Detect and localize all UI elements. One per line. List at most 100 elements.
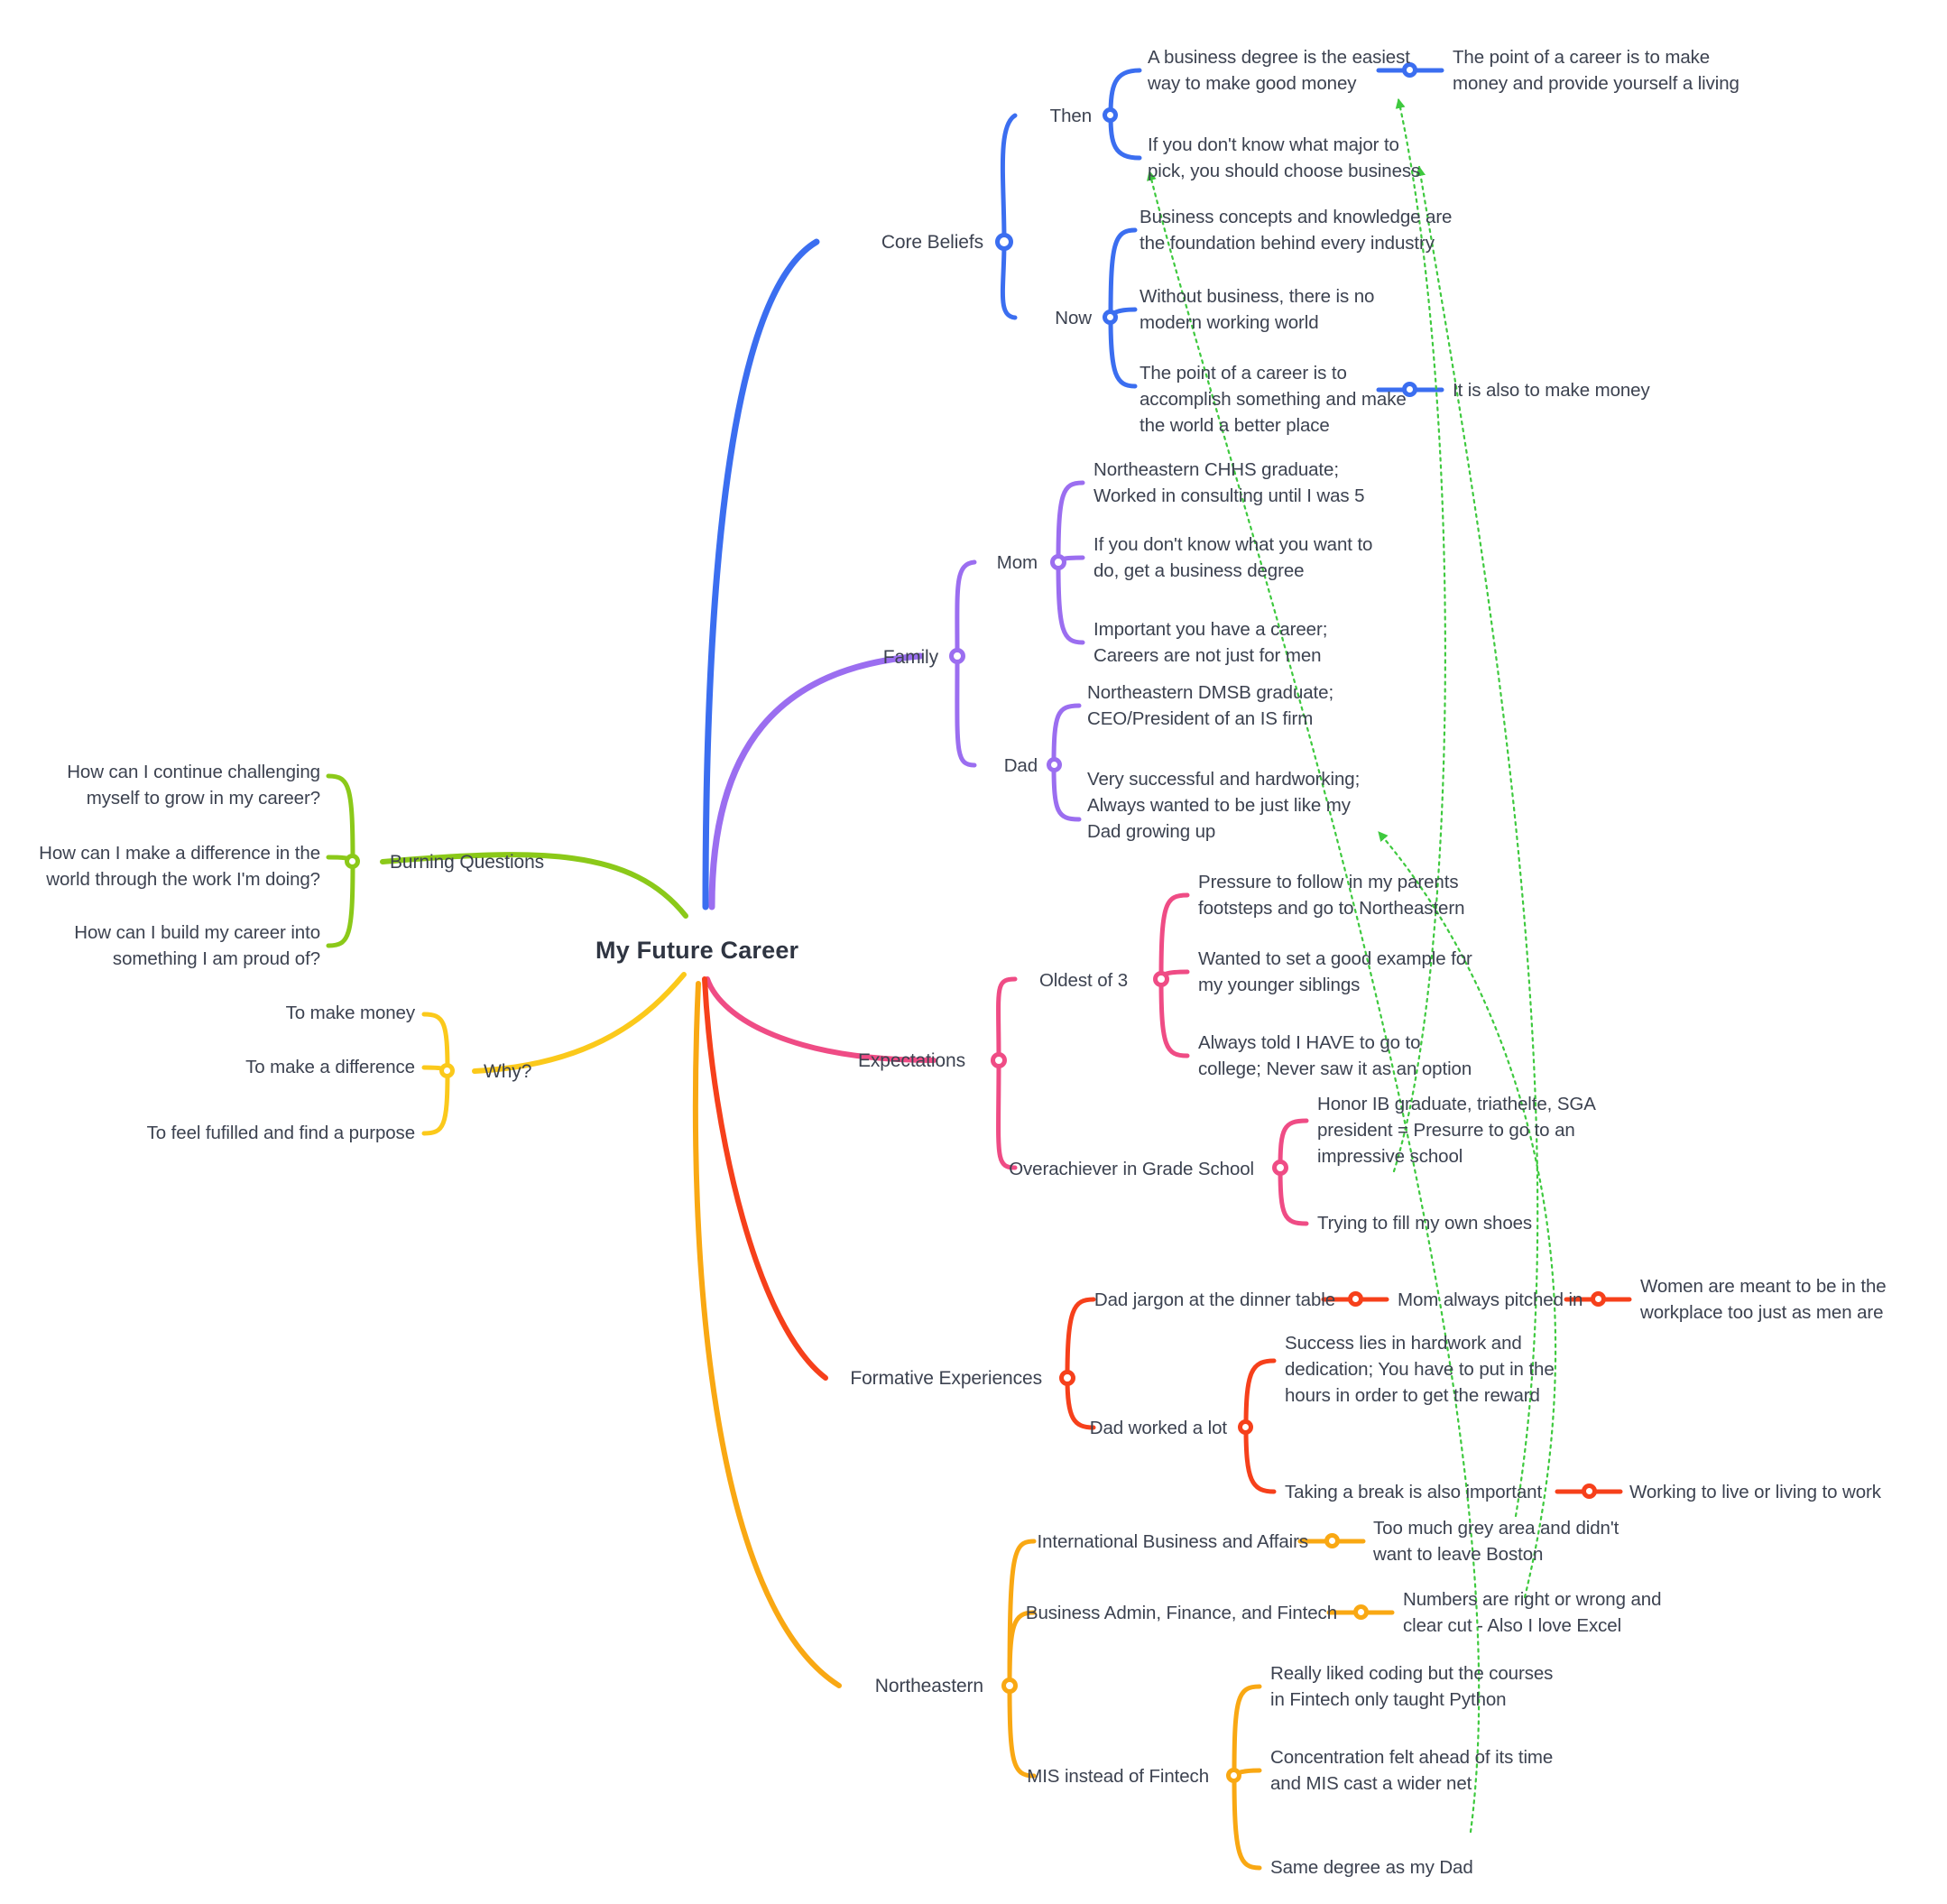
label-working-to-live[interactable]: Working to live or living to work [1629, 1482, 1881, 1502]
label-why-1[interactable]: To make money [285, 1003, 416, 1023]
label-dad-1[interactable]: Northeastern DMSB graduate; CEO/Presiden… [1087, 682, 1334, 729]
hub-mis-instead[interactable] [1226, 1768, 1241, 1783]
label-then-belief-1[interactable]: A business degree is the easiest way to … [1148, 47, 1410, 94]
hub-taking-a-break[interactable] [1582, 1483, 1597, 1499]
hub-dad-worked-a-lot[interactable] [1238, 1419, 1253, 1435]
label-oldest-1[interactable]: Pressure to follow in my parents footste… [1198, 872, 1465, 919]
link-family-to-mom [955, 559, 977, 659]
hub-mom[interactable] [1050, 554, 1066, 570]
hub-overachiever[interactable] [1272, 1160, 1288, 1176]
hub-dad-jargon[interactable] [1348, 1291, 1363, 1307]
hub-intl-business[interactable] [1324, 1533, 1340, 1548]
label-mom-3[interactable]: Important you have a career; Careers are… [1093, 619, 1328, 666]
label-mom-2[interactable]: If you don't know what you want to do, g… [1093, 534, 1373, 581]
label-dad[interactable]: Dad [1003, 755, 1038, 776]
label-mom-1[interactable]: Northeastern CHHS graduate; Worked in co… [1093, 459, 1365, 506]
link-northeastern-to-mis [1007, 1683, 1037, 1779]
hub-business-admin[interactable] [1353, 1604, 1369, 1620]
label-liked-coding[interactable]: Really liked coding but the courses in F… [1270, 1663, 1554, 1710]
label-why-2[interactable]: To make a difference [245, 1057, 415, 1077]
label-taking-a-break[interactable]: Taking a break is also important [1285, 1482, 1543, 1502]
label-now[interactable]: Now [1055, 308, 1092, 328]
label-mom-pitched-in[interactable]: Mom always pitched in [1398, 1289, 1583, 1310]
link-expectations-to-over [996, 1058, 1018, 1170]
label-business-admin[interactable]: Business Admin, Finance, and Fintech [1025, 1603, 1337, 1623]
hub-formative-experiences[interactable] [1059, 1370, 1075, 1386]
link-mom-to-m1 [1056, 480, 1085, 565]
label-dad-worked-a-lot[interactable]: Dad worked a lot [1089, 1418, 1227, 1438]
hub-core-beliefs[interactable] [995, 233, 1013, 251]
label-success-hardwork[interactable]: Success lies in hardwork and dedication;… [1285, 1333, 1555, 1406]
link-core-beliefs-to-then [1000, 113, 1018, 245]
label-bq-3[interactable]: How can I build my career into something… [74, 922, 320, 969]
link-mom-to-m3 [1056, 559, 1085, 645]
hub-expectations[interactable] [991, 1052, 1007, 1068]
hub-burning-questions[interactable] [345, 854, 360, 869]
hub-northeastern[interactable] [1001, 1678, 1018, 1694]
label-core-beliefs[interactable]: Core Beliefs [881, 232, 983, 253]
label-bq-1[interactable]: How can I continue challenging myself to… [67, 762, 320, 809]
label-overachiever-2[interactable]: Trying to fill my own shoes [1317, 1213, 1533, 1234]
label-formative-experiences[interactable]: Formative Experiences [850, 1368, 1042, 1389]
trunk-formative [702, 976, 828, 1381]
label-intl-business[interactable]: International Business and Affairs [1037, 1531, 1309, 1552]
label-then-belief-2[interactable]: If you don't know what major to pick, yo… [1148, 134, 1421, 181]
label-women-workplace[interactable]: Women are meant to be in the workplace t… [1640, 1276, 1887, 1323]
label-oldest-of-3[interactable]: Oldest of 3 [1038, 970, 1128, 991]
label-expectations[interactable]: Expectations [857, 1050, 965, 1071]
label-burning-questions[interactable]: Burning Questions [390, 852, 545, 873]
crosslink-break-to-business-concepts [1416, 165, 1539, 1518]
link-family-to-dad [955, 653, 977, 768]
hub-then[interactable] [1103, 107, 1118, 123]
label-why-3[interactable]: To feel fufilled and find a purpose [146, 1123, 415, 1143]
label-bq-2[interactable]: How can I make a difference in the world… [39, 843, 320, 890]
link-mis-to-coding [1232, 1684, 1262, 1779]
hub-oldest-of-3[interactable] [1153, 971, 1169, 987]
label-why[interactable]: Why? [484, 1061, 532, 1082]
link-core-beliefs-to-now [1000, 239, 1018, 320]
link-over-to-v1 [1278, 1118, 1309, 1170]
hub-family[interactable] [949, 648, 965, 664]
hub-mom-pitched-in[interactable] [1591, 1291, 1606, 1307]
label-oldest-3[interactable]: Always told I HAVE to go to college; Nev… [1198, 1032, 1472, 1079]
label-northeastern[interactable]: Northeastern [874, 1676, 983, 1696]
label-family[interactable]: Family [882, 647, 938, 668]
label-numbers-right[interactable]: Numbers are right or wrong and clear cut… [1403, 1589, 1662, 1636]
link-now-to-b3 [1108, 315, 1138, 389]
link-then-to-a2 [1108, 113, 1142, 161]
label-now-belief-3[interactable]: The point of a career is to accomplish s… [1140, 363, 1407, 436]
label-dad-2[interactable]: Very successful and hardworking; Always … [1087, 769, 1361, 842]
trunk-burning-questions [380, 852, 688, 919]
label-dad-jargon[interactable]: Dad jargon at the dinner table [1093, 1289, 1335, 1310]
label-now-belief-3-sub[interactable]: It is also to make money [1453, 380, 1650, 401]
label-overachiever-1[interactable]: Honor IB graduate, triathelte, SGA presi… [1317, 1094, 1596, 1167]
label-oldest-2[interactable]: Wanted to set a good example for my youn… [1198, 948, 1472, 995]
label-same-degree[interactable]: Same degree as my Dad [1270, 1857, 1473, 1878]
link-bq-to-q3 [326, 859, 355, 948]
hub-why[interactable] [439, 1063, 455, 1078]
link-oldest-to-o3 [1158, 976, 1190, 1058]
link-worked-to-success [1243, 1358, 1277, 1430]
hub-now[interactable] [1103, 310, 1118, 325]
label-then-belief-1-sub[interactable]: The point of a career is to make money a… [1453, 47, 1739, 94]
link-oldest-to-o1 [1158, 892, 1190, 982]
label-too-much-grey[interactable]: Too much grey area and didn't want to le… [1373, 1518, 1619, 1565]
label-now-belief-1[interactable]: Business concepts and knowledge are the … [1140, 207, 1453, 254]
label-now-belief-2[interactable]: Without business, there is no modern wor… [1140, 286, 1375, 333]
link-formative-to-worked [1065, 1375, 1096, 1430]
link-mis-to-samedegree [1232, 1773, 1262, 1871]
trunk-why [472, 972, 687, 1074]
label-overachiever[interactable]: Overachiever in Grade School [1009, 1159, 1254, 1179]
hub-dad[interactable] [1047, 757, 1062, 772]
trunk-northeastern [692, 981, 842, 1688]
hub-now-belief-3[interactable] [1402, 382, 1417, 397]
label-then[interactable]: Then [1049, 106, 1092, 126]
label-mis-instead[interactable]: MIS instead of Fintech [1027, 1766, 1209, 1787]
hub-then-belief-1[interactable] [1402, 62, 1417, 78]
label-mom[interactable]: Mom [996, 552, 1038, 573]
label-concentration[interactable]: Concentration felt ahead of its time and… [1270, 1747, 1554, 1794]
crosslink-overachiever-to-career-money [1392, 97, 1446, 1173]
trunk-family [708, 652, 924, 910]
center-node-label[interactable]: My Future Career [595, 937, 799, 964]
